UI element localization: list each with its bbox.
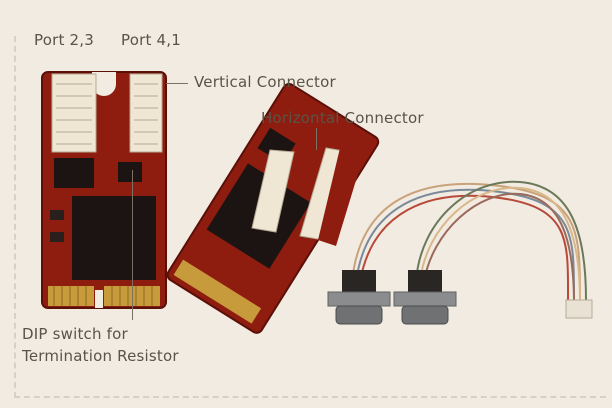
serial-cable (351, 180, 587, 305)
dip-switch-label-line1: DIP switch for (22, 325, 128, 343)
frame-border (14, 36, 606, 398)
horizontal-connector-label: Horizontal Connector (261, 109, 424, 127)
cable-end-connector (565, 299, 593, 319)
vertical-connector-label: Vertical Connector (194, 73, 336, 91)
port-2-3-label: Port 2,3 (34, 31, 94, 49)
dip-switch-leader (132, 170, 133, 320)
horizontal-connector-leader (316, 128, 317, 150)
port-4-1-label: Port 4,1 (121, 31, 181, 49)
vertical-connector-card (41, 71, 167, 309)
dip-switch-label-line2: Termination Resistor (22, 347, 179, 365)
horizontal-connectors (251, 147, 364, 246)
vertical-connector-leader (166, 83, 188, 84)
db9-connector-left (327, 270, 391, 325)
db9-connector-right (393, 270, 457, 325)
